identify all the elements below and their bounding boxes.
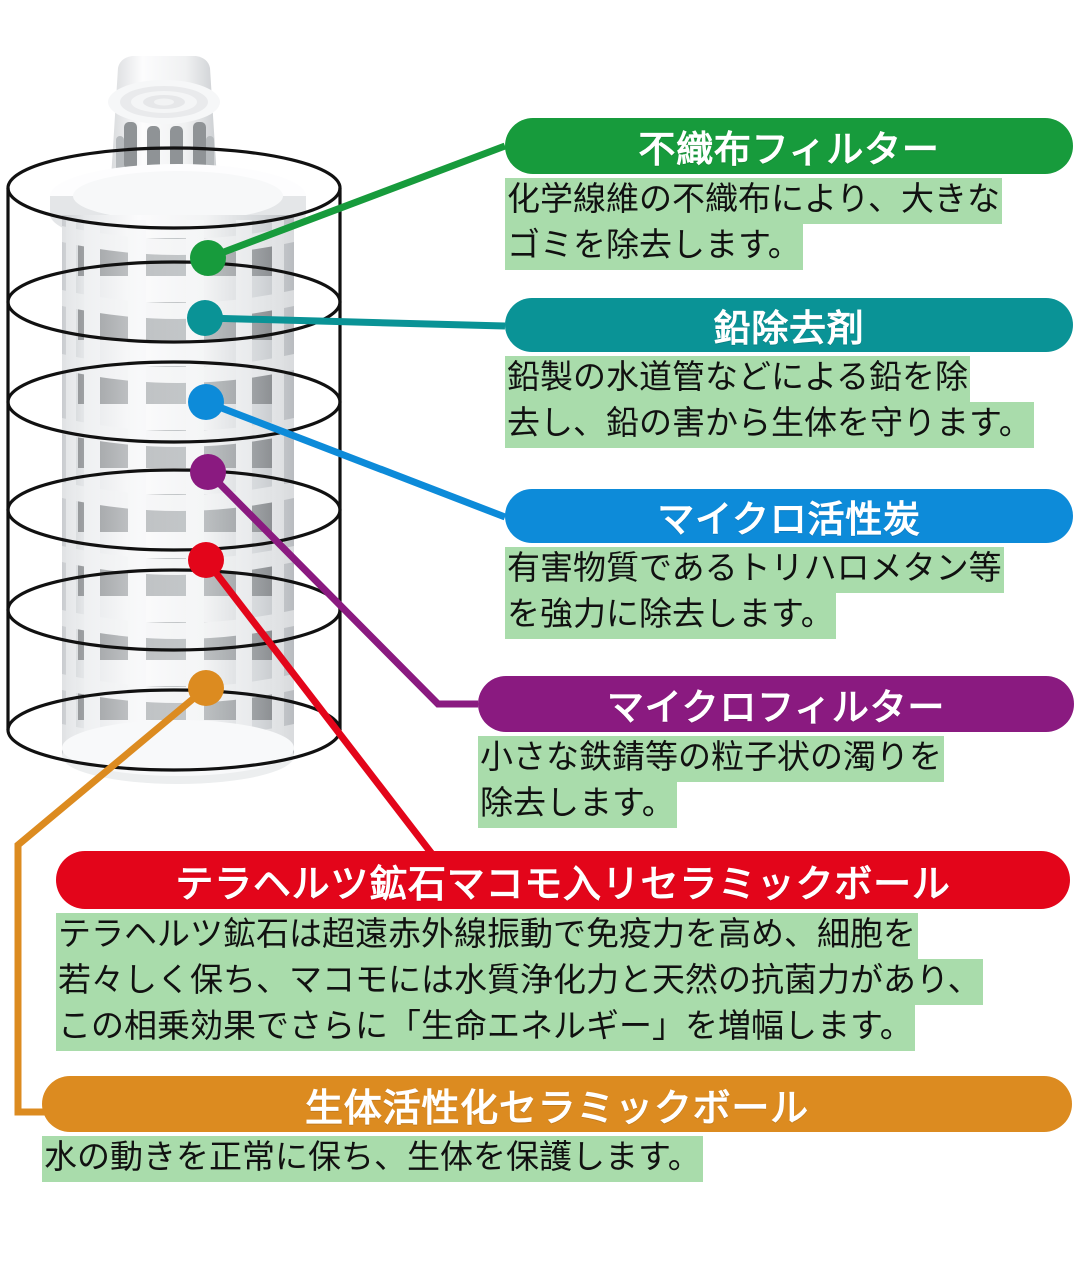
desc-line: 若々しく保ち、マコモには水質浄化力と天然の抗菌力があり、 <box>56 958 983 1005</box>
callout-title-bioball: 生体活性化セラミックボール <box>42 1076 1072 1132</box>
desc-line: 去し、鉛の害から生体を守ります。 <box>505 401 1034 448</box>
callout-title-nonwoven: 不織布フィルター <box>505 118 1073 174</box>
desc-line: 化学線維の不織布により、大きな <box>505 178 1003 224</box>
desc-line: 除去します。 <box>478 781 677 828</box>
cartridge-body <box>62 215 294 784</box>
desc-line: テラヘルツ鉱石は超遠赤外線振動で免疫力を高め、細胞を <box>56 913 918 959</box>
desc-line: を強力に除去します。 <box>505 592 836 639</box>
desc-line: ゴミを除去します。 <box>505 223 803 270</box>
callout-description-microfilter: 小さな鉄錆等の粒子状の濁りを 除去します。 <box>478 736 1074 828</box>
cartridge-neck <box>108 56 220 195</box>
callout-terahertz-ceramic-ball: テラヘルツ鉱石マコモ入リセラミックボール テラヘルツ鉱石は超遠赤外線振動で免疫力… <box>56 851 1070 1051</box>
callout-title-lead: 鉛除去剤 <box>505 298 1073 352</box>
callout-description-nonwoven: 化学線維の不織布により、大きな ゴミを除去します。 <box>505 178 1073 270</box>
desc-line: 水の動きを正常に保ち、生体を保護します。 <box>42 1136 703 1182</box>
callout-nonwoven-filter: 不織布フィルター 化学線維の不織布により、大きな ゴミを除去します。 <box>505 118 1073 270</box>
callout-description-lead: 鉛製の水道管などによる鉛を除 去し、鉛の害から生体を守ります。 <box>505 356 1073 448</box>
callout-micro-filter: マイクロフィルター 小さな鉄錆等の粒子状の濁りを 除去します。 <box>478 676 1074 828</box>
callout-description-carbon: 有害物質であるトリハロメタン等 を強力に除去します。 <box>505 547 1073 639</box>
desc-line: この相乗効果でさらに「生命エネルギー」を増幅します。 <box>56 1004 915 1051</box>
callout-lead-remover: 鉛除去剤 鉛製の水道管などによる鉛を除 去し、鉛の害から生体を守ります。 <box>505 298 1073 448</box>
desc-line: 有害物質であるトリハロメタン等 <box>505 547 1004 593</box>
callout-description-terahertz: テラヘルツ鉱石は超遠赤外線振動で免疫力を高め、細胞を 若々しく保ち、マコモには水… <box>56 913 1070 1051</box>
callout-title-microfilter: マイクロフィルター <box>478 676 1074 732</box>
callout-description-bioball: 水の動きを正常に保ち、生体を保護します。 <box>42 1136 1072 1182</box>
desc-line: 小さな鉄錆等の粒子状の濁りを <box>478 736 944 782</box>
product-image-filter-cartridge <box>0 40 420 840</box>
desc-line: 鉛製の水道管などによる鉛を除 <box>505 356 971 402</box>
callout-bioactivating-ceramic-ball: 生体活性化セラミックボール 水の動きを正常に保ち、生体を保護します。 <box>42 1076 1072 1182</box>
callout-micro-activated-carbon: マイクロ活性炭 有害物質であるトリハロメタン等 を強力に除去します。 <box>505 489 1073 639</box>
callout-title-terahertz: テラヘルツ鉱石マコモ入リセラミックボール <box>56 851 1070 909</box>
cartridge-illustration <box>6 56 342 784</box>
callout-title-carbon: マイクロ活性炭 <box>505 489 1073 543</box>
